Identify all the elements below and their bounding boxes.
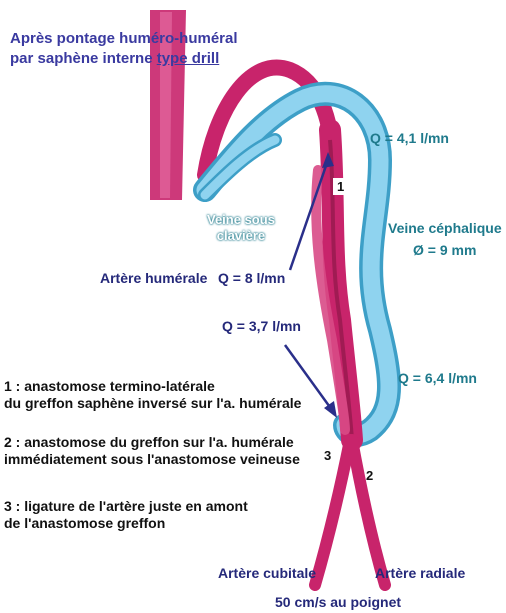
marker-2: 2 xyxy=(366,468,373,484)
artery-radiale xyxy=(352,440,385,585)
legend-item-2-line-2: immédiatement sous l'anastomose veineuse xyxy=(4,451,300,468)
label-q-right: Q = 6,4 l/mn xyxy=(398,370,477,387)
label-q-humerale: Q = 8 l/mn xyxy=(218,270,285,287)
label-q-top: Q = 4,1 l/mn xyxy=(370,130,449,147)
legend-item-3-line-2: de l'anastomose greffon xyxy=(4,515,248,532)
label-veine-sous-claviere: Veine sous clavière xyxy=(207,212,275,243)
label-vitesse: 50 cm/s au poignet xyxy=(275,594,401,611)
label-veine-sous-claviere-1: Veine sous xyxy=(207,212,275,228)
legend-item-3-line-1: 3 : ligature de l'artère juste en amont xyxy=(4,498,248,515)
label-veine-sous-claviere-2: clavière xyxy=(207,228,275,244)
artery-cubitale xyxy=(315,440,350,585)
label-artere-radiale: Artère radiale xyxy=(375,565,465,582)
label-veine-cephalique: Veine céphalique xyxy=(388,220,502,237)
legend-item-1-line-1: 1 : anastomose termino-latérale xyxy=(4,378,301,395)
legend-item-3: 3 : ligature de l'artère juste en amont … xyxy=(4,498,248,532)
legend-item-2: 2 : anastomose du greffon sur l'a. humér… xyxy=(4,434,300,468)
legend-item-2-line-1: 2 : anastomose du greffon sur l'a. humér… xyxy=(4,434,300,451)
marker-1: 1 xyxy=(333,178,348,195)
label-artere-humerale: Artère humérale xyxy=(100,270,207,287)
legend-item-1: 1 : anastomose termino-latérale du greff… xyxy=(4,378,301,412)
marker-3: 3 xyxy=(324,448,331,464)
label-q-mid: Q = 3,7 l/mn xyxy=(222,318,301,335)
title-line-2-prefix: par saphène interne xyxy=(10,50,157,67)
label-diametre: Ø = 9 mm xyxy=(413,242,476,259)
title-line-2: par saphène interne type drill xyxy=(10,50,219,68)
title-line-2-underlined: type drill xyxy=(157,50,220,67)
title-line-1: Après pontage huméro-huméral xyxy=(10,30,238,48)
legend-item-1-line-2: du greffon saphène inversé sur l'a. humé… xyxy=(4,395,301,412)
label-artere-cubitale: Artère cubitale xyxy=(218,565,316,582)
